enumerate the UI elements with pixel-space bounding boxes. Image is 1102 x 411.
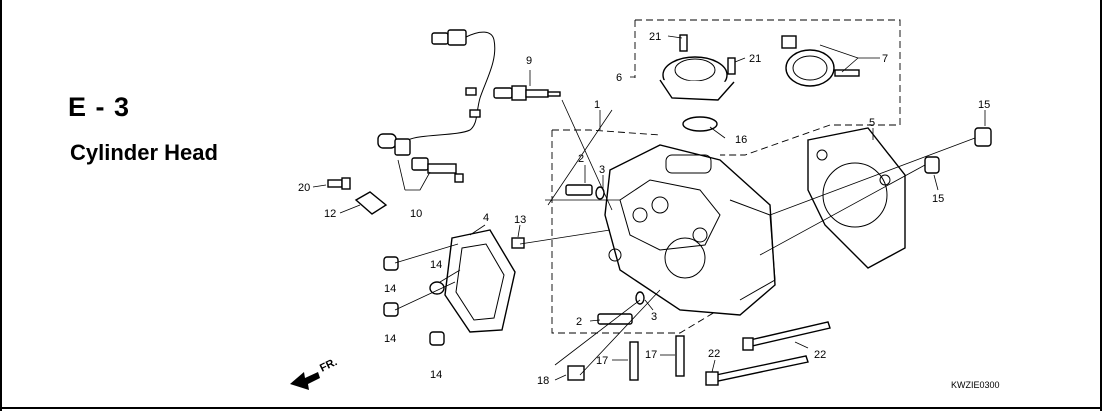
cap-nut [383,256,399,271]
callout-number: 7 [882,53,888,65]
washer [429,281,445,295]
assembly-outline-6 [634,19,901,156]
spark-plug [493,85,561,101]
frame-border-bottom [0,407,1102,409]
long-bolt-head [705,371,719,386]
callout-numbers: 1 2 2 3 3 4 5 6 7 9 10 12 13 14 14 14 14… [298,31,990,387]
callout-number: 14 [384,333,396,345]
cylinder-head-gasket [807,127,906,269]
callout-number: 3 [599,164,605,176]
callout-number: 5 [869,117,875,129]
callout-number: 2 [576,316,582,328]
bolt [511,237,525,249]
callout-number: 17 [596,355,608,367]
front-arrow-label: FR. [318,356,339,375]
callout-number: 15 [932,193,944,205]
long-bolt [749,321,831,347]
frame-border-right [1100,0,1102,411]
intake-insulator [659,34,736,101]
bolt [567,365,585,381]
callout-number: 6 [616,72,622,84]
callout-number: 9 [526,55,532,67]
callout-number: 16 [735,134,747,146]
callout-number: 1 [594,99,600,111]
stud-bolt [629,341,639,381]
long-bolt-head [742,337,754,351]
sensor-bracket [327,177,388,215]
insulator-clamp [781,35,860,87]
diagram-code: KWZIE0300 [951,380,1000,390]
callout-number: 18 [537,375,549,387]
dowel-pin [924,156,940,174]
callout-number: 22 [814,349,826,361]
callout-number: 17 [645,349,657,361]
section-title: Cylinder Head [70,140,218,165]
callout-number: 4 [483,212,489,224]
callout-number: 21 [749,53,761,65]
dowel-pin [974,127,992,147]
o2-sensor-harness [377,29,496,183]
callout-number: 21 [649,31,661,43]
front-direction-arrow: FR. [290,356,339,390]
frame-border-left [0,0,2,411]
o-ring [682,116,718,132]
cap-nut [429,331,445,346]
callout-number: 13 [514,214,526,226]
valve-guide [565,184,593,196]
cylinder-head [604,144,776,316]
callout-number: 3 [651,311,657,323]
callout-number: 14 [430,259,442,271]
cylinder-head-cover-gasket [444,229,516,333]
leader-lines [312,35,986,381]
callout-number: 12 [324,208,336,220]
long-bolt [715,355,809,382]
callout-number: 20 [298,182,310,194]
callout-number: 14 [384,283,396,295]
callout-number: 2 [578,153,584,165]
callout-number: 14 [430,369,442,381]
callout-number: 15 [978,99,990,111]
callout-number: 10 [410,208,422,220]
callout-number: 22 [708,348,720,360]
stud-bolt [675,335,685,377]
seal [635,291,645,305]
cap-nut [383,302,399,317]
section-code: E - 3 [68,92,131,122]
